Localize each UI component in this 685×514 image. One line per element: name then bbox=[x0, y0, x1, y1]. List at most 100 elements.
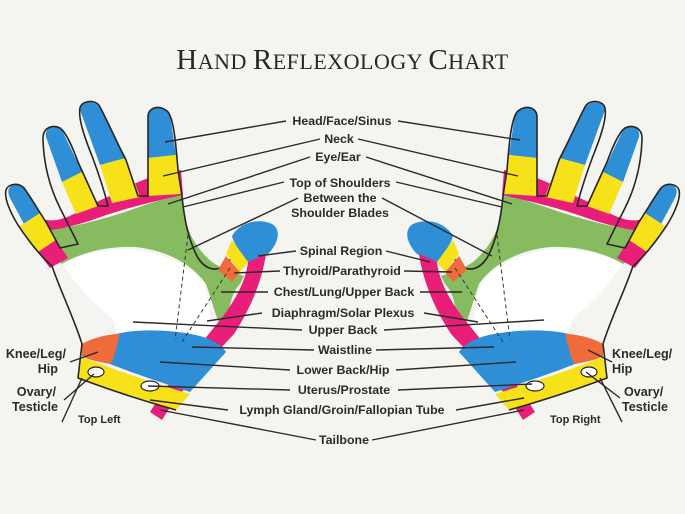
leader-corner-left bbox=[61, 377, 83, 423]
left-pinky-middle bbox=[20, 213, 56, 252]
title-word-chart: HART bbox=[448, 49, 509, 74]
right-ring-middle bbox=[587, 172, 623, 214]
leader-corner-right bbox=[599, 377, 623, 423]
label-spinal-region: Spinal Region bbox=[300, 244, 383, 258]
label-top-of-shoulders: Top of Shoulders bbox=[290, 176, 391, 190]
right-index-tip bbox=[509, 107, 537, 158]
label-between-the: Between the bbox=[304, 191, 377, 205]
leader-lymph-right bbox=[455, 397, 525, 411]
leader-neck-right bbox=[357, 138, 519, 177]
right-lower-outline bbox=[508, 265, 634, 411]
top-left-label: Top Left bbox=[78, 414, 121, 426]
label-neck: Neck bbox=[324, 132, 354, 146]
leader-knee-right bbox=[587, 349, 613, 363]
left-dashed-line-2 bbox=[181, 267, 231, 343]
leader-shoulders-right bbox=[395, 181, 503, 208]
left-palm-base bbox=[62, 249, 220, 342]
label-lower-back-hip: Lower Back/Hip bbox=[297, 363, 390, 377]
leader-knee-left bbox=[69, 351, 99, 363]
leader-head-right bbox=[397, 120, 521, 141]
right-dashed-line bbox=[496, 234, 511, 341]
leader-tailbone-right bbox=[371, 409, 525, 441]
label-lymph-groin-fallopian: Lymph Gland/Groin/Fallopian Tube bbox=[239, 403, 444, 417]
leader-tailbone-left bbox=[159, 409, 317, 441]
top-right-label: Top Right bbox=[550, 414, 601, 426]
leader-diaphragm-right bbox=[423, 312, 479, 323]
right-index-middle bbox=[504, 155, 537, 196]
leader-uterus-right bbox=[397, 383, 533, 391]
left-zone-chest-lung bbox=[30, 195, 244, 325]
left-thumb-tip bbox=[232, 221, 278, 262]
label-uterus-prostate: Uterus/Prostate bbox=[298, 383, 390, 397]
label-tailbone: Tailbone bbox=[319, 433, 369, 447]
left-ovary-label-2: Testicle bbox=[12, 400, 58, 414]
right-ovary-label-1: Ovary/ bbox=[624, 385, 664, 399]
label-shoulder-blades: Shoulder Blades bbox=[291, 206, 389, 220]
title-initial-c: C bbox=[428, 44, 449, 76]
right-thumb-yellow bbox=[437, 240, 459, 272]
left-dashed-line bbox=[174, 234, 189, 341]
title-word-reflexology: EFLEXOLOGY bbox=[272, 49, 423, 74]
left-zone-knee bbox=[82, 334, 120, 364]
right-middle-middle bbox=[545, 158, 585, 203]
leader-lowerback-right bbox=[395, 361, 517, 371]
leader-lowerback-left bbox=[159, 361, 291, 371]
label-chest-lung-upper-back: Chest/Lung/Upper Back bbox=[274, 285, 415, 299]
leader-blades-right bbox=[381, 197, 493, 257]
right-middle-tip bbox=[559, 102, 605, 165]
left-ring-tip bbox=[45, 126, 82, 182]
left-side-labels: Knee/Leg/ Hip Ovary/ Testicle bbox=[6, 347, 67, 414]
leader-eye-left bbox=[167, 156, 311, 205]
left-zone-lower-back bbox=[110, 330, 226, 392]
left-thumb-yellow bbox=[226, 240, 248, 272]
title-word-hand: AND bbox=[197, 49, 247, 74]
left-hand bbox=[4, 100, 278, 420]
left-lower-outline bbox=[51, 265, 177, 411]
leader-thyroid-right bbox=[403, 270, 453, 273]
right-palm-base bbox=[465, 249, 623, 342]
right-hand-outline bbox=[444, 100, 681, 270]
right-thumb-tip bbox=[407, 221, 453, 262]
leader-eye-right bbox=[365, 156, 513, 205]
left-knee-label-2: Hip bbox=[38, 362, 59, 376]
left-hand-outline bbox=[4, 100, 241, 270]
label-head-face-sinus: Head/Face/Sinus bbox=[292, 114, 391, 128]
left-middle-middle bbox=[100, 158, 140, 203]
right-dashed-line-2 bbox=[454, 267, 504, 343]
right-knee-label-1: Knee/Leg/ bbox=[612, 347, 673, 361]
right-ring-tip bbox=[603, 126, 640, 182]
leader-waist-left bbox=[191, 346, 315, 351]
right-ovary-label-2: Testicle bbox=[622, 400, 668, 414]
left-ring-middle bbox=[62, 172, 98, 214]
left-middle-tip bbox=[80, 102, 126, 165]
left-index-tip bbox=[148, 107, 176, 158]
right-zone-chest-lung bbox=[441, 195, 655, 325]
leader-lymph-left bbox=[149, 399, 229, 411]
title-initial-r: R bbox=[252, 44, 273, 76]
leader-ovary-left bbox=[63, 373, 95, 401]
left-knee-label-1: Knee/Leg/ bbox=[6, 347, 67, 361]
right-zone-uterus bbox=[495, 357, 607, 410]
right-uterus-marker bbox=[525, 380, 545, 392]
label-upper-back: Upper Back bbox=[309, 323, 378, 337]
leader-spine-right bbox=[385, 250, 431, 263]
leader-spine-left bbox=[257, 250, 297, 257]
chart-title: HAND REFLEXOLOGY CHART bbox=[0, 46, 685, 75]
leader-diaphragm-left bbox=[206, 312, 263, 322]
right-knee-label-2: Hip bbox=[612, 362, 633, 376]
right-ovary-marker bbox=[580, 366, 598, 378]
leader-thyroid-left bbox=[233, 270, 281, 274]
left-ovary-marker bbox=[87, 366, 105, 378]
label-thyroid-parathyroid: Thyroid/Parathyroid bbox=[283, 264, 401, 278]
right-hand bbox=[407, 100, 681, 420]
leader-waist-right bbox=[375, 346, 495, 351]
left-ovary-label-1: Ovary/ bbox=[17, 385, 57, 399]
leader-upperback-right bbox=[383, 319, 545, 331]
left-pinky-tip bbox=[8, 184, 40, 224]
left-zone-uterus bbox=[78, 357, 190, 410]
title-initial-h: H bbox=[176, 44, 198, 76]
leader-neck-left bbox=[162, 138, 321, 177]
leader-upperback-left bbox=[132, 321, 303, 331]
right-pinky-tip bbox=[645, 184, 677, 224]
